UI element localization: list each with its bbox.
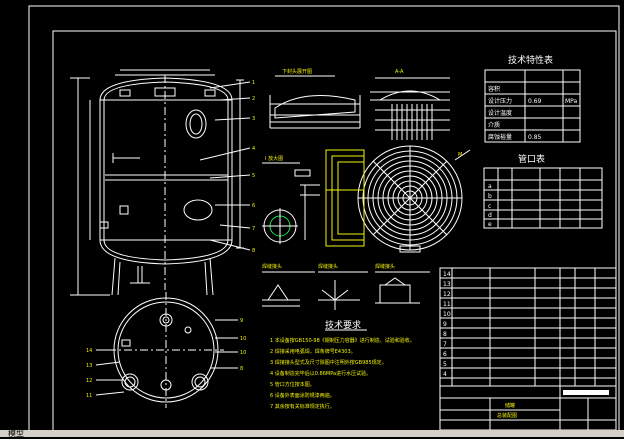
- tech-row-5-label: 腐蚀裕量: [488, 133, 512, 141]
- svg-text:7: 7: [443, 341, 447, 348]
- note-4: 4 设备制造完毕后以0.86MPa进行水压试验。: [270, 370, 371, 377]
- svg-text:12: 12: [86, 378, 92, 384]
- detail-i-label: I 放大图: [265, 155, 283, 162]
- head-development-view: 下封头展开图: [269, 68, 361, 129]
- svg-text:10: 10: [240, 336, 246, 342]
- note-2: 2 焊接采用电弧焊，焊条牌号E4303。: [270, 348, 356, 355]
- nozzle-c: c: [488, 203, 491, 210]
- weld-details: 焊缝接头 焊缝接头 焊缝接头: [262, 263, 430, 310]
- tech-row-1-label: 容积: [488, 85, 500, 93]
- svg-text:11: 11: [443, 301, 451, 308]
- svg-text:6: 6: [443, 351, 447, 358]
- weld-c-label: 焊缝接头: [375, 263, 395, 270]
- svg-text:8: 8: [443, 331, 447, 338]
- nozzle-a: a: [488, 183, 492, 190]
- svg-text:3: 3: [252, 116, 255, 122]
- svg-text:4: 4: [443, 371, 447, 378]
- svg-text:13: 13: [443, 281, 451, 288]
- plan-view-label: A-A: [395, 69, 404, 75]
- note-3: 3 焊接接头型式及尺寸除图中注明外按GB985规定。: [270, 359, 387, 366]
- svg-text:13: 13: [86, 363, 92, 369]
- svg-text:7: 7: [252, 226, 255, 232]
- tech-row-2-unit: MPa: [565, 98, 578, 105]
- bill-of-materials: 14 13 12 11 10 9 8 7 6 5 4: [439, 267, 617, 387]
- note-7: 7 其余按有关标准规定执行。: [270, 403, 335, 410]
- svg-text:6: 6: [252, 203, 255, 209]
- svg-text:5: 5: [252, 173, 255, 179]
- svg-text:11: 11: [86, 393, 92, 399]
- plan-view-coil: A-A: [325, 69, 471, 253]
- svg-text:10: 10: [240, 350, 246, 356]
- title-block-drawing-no: 总装配图: [497, 412, 517, 419]
- tech-row-3-label: 设计温度: [488, 109, 512, 117]
- svg-text:14: 14: [443, 271, 451, 278]
- note-6: 6 设备外表面涂防锈漆两遍。: [270, 392, 335, 399]
- tech-row-2-value: 0.69: [528, 98, 542, 105]
- nozzle-table: 管口表 a b c d e: [483, 153, 603, 229]
- tech-row-2-label: 设计压力: [488, 97, 512, 105]
- title-block: 储罐 总装配图: [439, 385, 617, 431]
- head-view-label: 下封头展开图: [282, 68, 312, 75]
- notes-title: 技术要求: [325, 319, 361, 331]
- tech-table: 技术特性表 容积 设计压力 0.69 MPa 设计温度 介质 腐蚀裕量 0.85: [484, 54, 581, 143]
- svg-text:10: 10: [443, 311, 451, 318]
- nozzle-e: e: [488, 221, 492, 228]
- nozzle-b: b: [488, 193, 492, 200]
- note-1: 1 本设备按GB150-98《钢制压力容器》进行制造、试验和验收。: [270, 337, 415, 344]
- svg-text:12: 12: [443, 291, 451, 298]
- model-tab[interactable]: 模型: [8, 429, 24, 438]
- svg-text:14: 14: [86, 348, 92, 354]
- bottom-plan-view: 14 13 12 11 9 10 10 8: [86, 292, 246, 408]
- vessel-elevation: 1 2 3 4 5 6 7 8: [70, 69, 255, 296]
- svg-text:9: 9: [443, 321, 447, 328]
- tech-table-title: 技术特性表: [508, 54, 553, 66]
- status-bar[interactable]: 模型: [0, 429, 624, 438]
- title-block-name: 储罐: [505, 402, 515, 409]
- svg-text:8: 8: [252, 248, 255, 254]
- svg-text:2: 2: [252, 96, 255, 102]
- svg-text:1: 1: [252, 80, 255, 86]
- note-5: 5 管口方位按本图。: [270, 381, 315, 388]
- technical-notes: 技术要求 1 本设备按GB150-98《钢制压力容器》进行制造、试验和验收。 2…: [270, 319, 415, 410]
- svg-text:M: M: [458, 152, 462, 158]
- tech-row-6-value: 0.85: [528, 134, 542, 141]
- svg-text:4: 4: [252, 146, 255, 152]
- nozzle-d: d: [488, 212, 492, 219]
- detail-i-view: I 放大图: [262, 155, 320, 244]
- weld-a-label: 焊缝接头: [262, 263, 282, 270]
- svg-text:5: 5: [443, 361, 447, 368]
- weld-b-label: 焊缝接头: [318, 263, 338, 270]
- svg-text:9: 9: [240, 318, 243, 324]
- tech-row-4-label: 介质: [488, 121, 500, 129]
- nozzle-table-title: 管口表: [518, 153, 545, 165]
- svg-text:8: 8: [240, 366, 243, 372]
